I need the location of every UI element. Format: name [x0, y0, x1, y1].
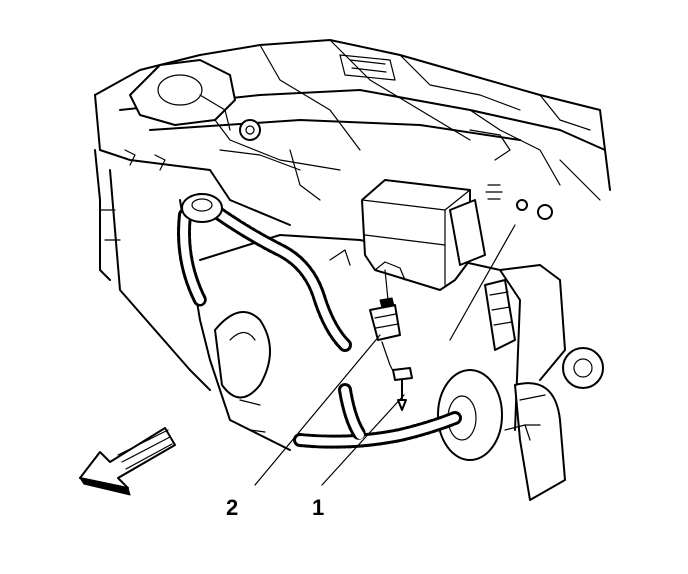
retainer-clip [392, 367, 413, 411]
control-module [361, 179, 486, 291]
harness-grommet [437, 369, 503, 461]
callout-label-2: 2 [226, 495, 238, 520]
callout-label-1: 1 [312, 495, 324, 520]
upper-cowl-structure [94, 39, 611, 201]
wiring-harness [177, 193, 462, 449]
front-direction-arrow-icon [78, 427, 176, 496]
leader-lines [254, 224, 516, 486]
electrical-connector [369, 269, 401, 376]
fasteners [469, 129, 601, 220]
actuator-motor [129, 59, 261, 141]
right-bracket [484, 264, 604, 501]
left-grommet [181, 193, 223, 223]
